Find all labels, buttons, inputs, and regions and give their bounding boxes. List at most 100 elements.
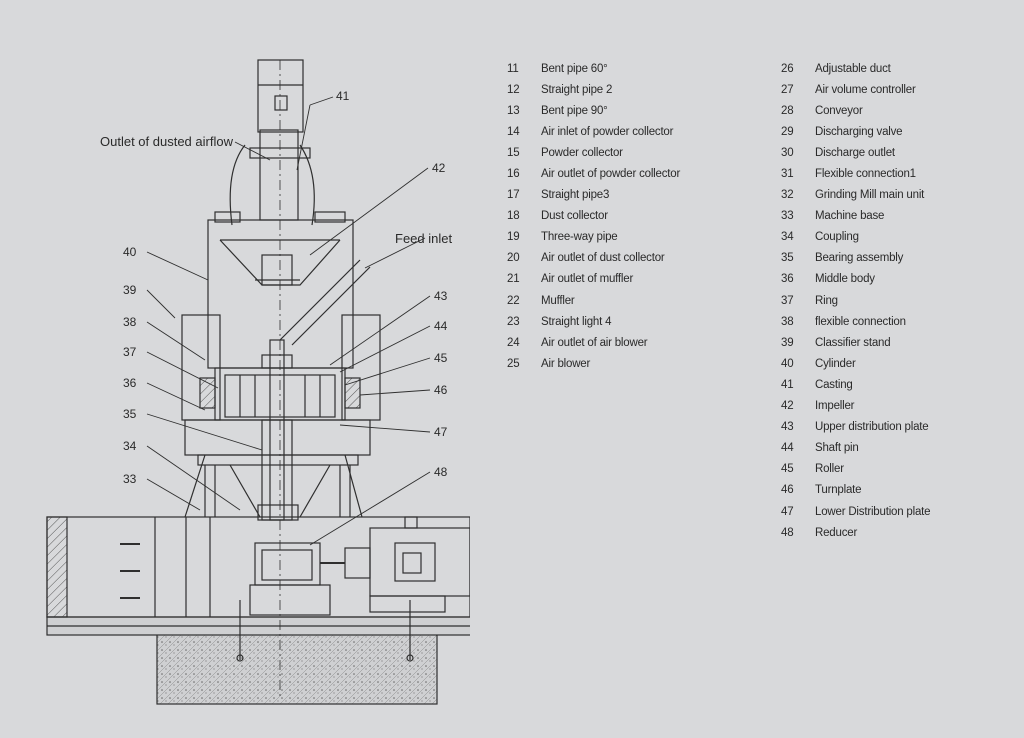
legend-text: Impeller xyxy=(815,400,855,413)
callout-36: 36 xyxy=(123,376,137,390)
legend-number: 36 xyxy=(781,273,794,286)
legend-item: 12 Straight pipe 2 xyxy=(507,79,680,100)
feed-inlet-callout: Feed inlet xyxy=(395,231,452,246)
legend-text: Grinding Mill main unit xyxy=(815,189,925,202)
legend-item: 29 Discharging valve xyxy=(781,121,930,142)
legend-number: 48 xyxy=(781,526,794,539)
legend-text: Classifier stand xyxy=(815,336,891,349)
legend-number: 35 xyxy=(781,252,794,265)
legend-item: 22 Muffler xyxy=(507,290,680,311)
legend-text: Straight pipe 2 xyxy=(541,83,613,96)
callout-41: 41 xyxy=(336,89,350,103)
legend-item: 18 Dust collector xyxy=(507,206,680,227)
legend-text: Air outlet of dust collector xyxy=(541,252,665,265)
legend-item: 38 flexible connection xyxy=(781,311,930,332)
legend-number: 38 xyxy=(781,315,794,328)
legend-number: 29 xyxy=(781,125,794,138)
legend-text: Discharging valve xyxy=(815,125,903,138)
callout-44: 44 xyxy=(434,319,448,333)
legend-number: 24 xyxy=(507,336,520,349)
legend-text: Three-way pipe xyxy=(541,231,618,244)
legend-item: 21 Air outlet of muffler xyxy=(507,269,680,290)
callout-42: 42 xyxy=(432,161,446,175)
legend-number: 18 xyxy=(507,210,520,223)
legend-item: 45 Roller xyxy=(781,459,930,480)
legend-text: Straight pipe3 xyxy=(541,189,610,202)
legend-number: 17 xyxy=(507,189,520,202)
legend-item: 27 Air volume controller xyxy=(781,79,930,100)
callout-38: 38 xyxy=(123,315,137,329)
concrete-foundation xyxy=(156,621,438,705)
callout-43: 43 xyxy=(434,289,448,303)
callout-33: 33 xyxy=(123,472,137,486)
legend-number: 21 xyxy=(507,273,520,286)
legend-item: 36 Middle body xyxy=(781,269,930,290)
legend-text: Shaft pin xyxy=(815,442,859,455)
legend-number: 22 xyxy=(507,294,520,307)
legend-number: 15 xyxy=(507,146,520,159)
callout-40: 40 xyxy=(123,245,137,259)
legend-text: Muffler xyxy=(541,294,575,307)
legend-item: 39 Classifier stand xyxy=(781,332,930,353)
legend-number: 30 xyxy=(781,146,794,159)
legend-item: 33 Machine base xyxy=(781,206,930,227)
legend-number: 23 xyxy=(507,315,520,328)
legend-text: Machine base xyxy=(815,210,885,223)
legend-text: Roller xyxy=(815,463,844,476)
legend-number: 46 xyxy=(781,484,794,497)
legend-text: Bearing assembly xyxy=(815,252,904,265)
callout-39: 39 xyxy=(123,283,137,297)
legend-text: flexible connection xyxy=(815,315,906,328)
callout-47: 47 xyxy=(434,425,448,439)
callout-45: 45 xyxy=(434,351,448,365)
legend-number: 28 xyxy=(781,104,794,117)
legend-number: 12 xyxy=(507,83,520,96)
legend-text: Upper distribution plate xyxy=(815,421,929,434)
legend-item: 31 Flexible connection1 xyxy=(781,163,930,184)
legend-number: 33 xyxy=(781,210,794,223)
callout-35: 35 xyxy=(123,407,137,421)
legend-text: Cylinder xyxy=(815,357,856,370)
legend-text: Flexible connection1 xyxy=(815,168,916,181)
mill-drawing: Outlet of dusted airflow Feed inlet 41 4… xyxy=(0,0,470,738)
legend-number: 45 xyxy=(781,463,794,476)
legend-number: 16 xyxy=(507,168,520,181)
legend-text: Coupling xyxy=(815,231,859,244)
legend-number: 42 xyxy=(781,400,794,413)
legend-item: 35 Bearing assembly xyxy=(781,248,930,269)
legend-text: Middle body xyxy=(815,273,875,286)
callout-46: 46 xyxy=(434,383,448,397)
legend-number: 13 xyxy=(507,104,520,117)
legend-number: 27 xyxy=(781,83,794,96)
legend-number: 39 xyxy=(781,336,794,349)
legend-number: 34 xyxy=(781,231,794,244)
legend-text: Air volume controller xyxy=(815,83,916,96)
mill-cross-section: Outlet of dusted airflow Feed inlet 41 4… xyxy=(46,59,470,705)
legend-number: 11 xyxy=(507,62,519,75)
legend-number: 14 xyxy=(507,125,520,138)
legend-text: Air outlet of muffler xyxy=(541,273,634,286)
legend-number: 31 xyxy=(781,168,794,181)
legend-text: Casting xyxy=(815,378,853,391)
legend-number: 20 xyxy=(507,252,520,265)
legend-text: Dust collector xyxy=(541,210,608,223)
legend-number: 47 xyxy=(781,505,794,518)
legend-text: Powder collector xyxy=(541,146,623,159)
